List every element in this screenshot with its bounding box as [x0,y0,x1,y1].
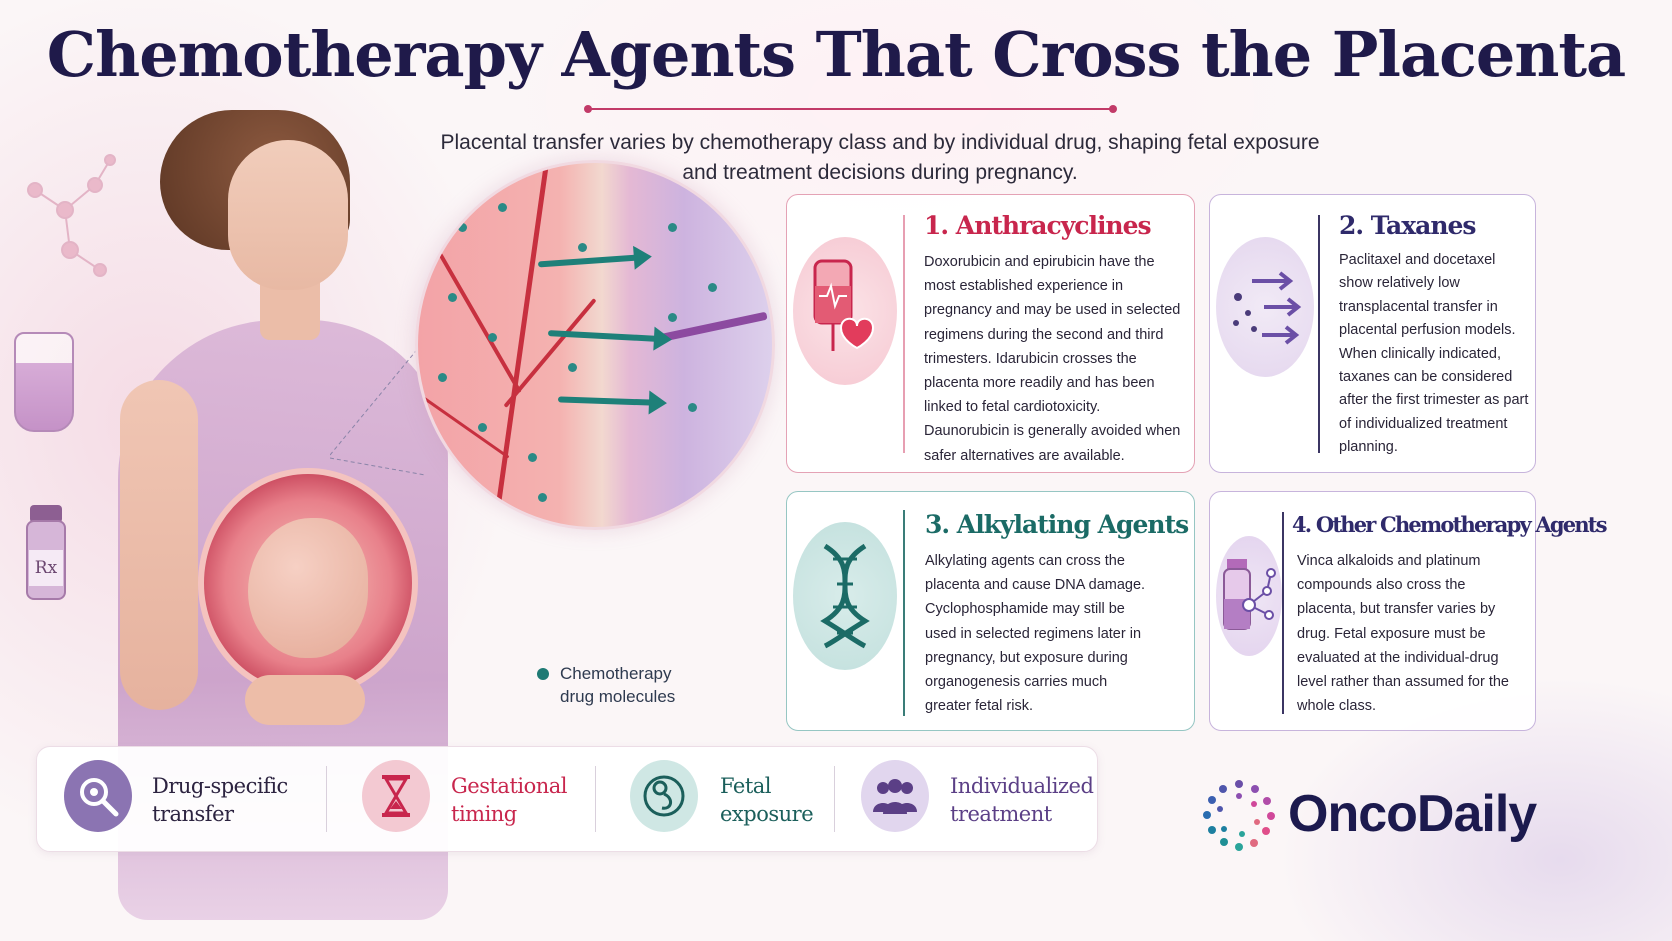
feature-line-1: Fetal [720,774,772,798]
drug-molecule [538,493,547,502]
iv-bag-icon [14,332,74,432]
blood-vessel [438,252,522,394]
card-divider [1318,215,1320,453]
card-body: Doxorubicin and epirubicin have the most… [924,254,1181,464]
placenta-zoom-circle [415,160,775,530]
feature-line-1: Individualized [950,774,1094,798]
iv-bag-heart-icon [793,237,897,385]
feature-drug-specific: Drug-specific transfer [152,772,288,828]
feature-line-2: transfer [152,802,234,826]
drug-molecule [688,403,697,412]
card-title: 2. Taxanes [1339,211,1476,240]
drug-molecule [708,283,717,292]
card-divider [903,215,905,453]
card-title: 1. Anthracyclines [924,211,1152,240]
drug-molecule [578,243,587,252]
mother-head [228,140,348,290]
drug-molecule [568,363,577,372]
mother-hand [245,675,365,725]
page-title: Chemotherapy Agents That Cross the Place… [46,18,1626,91]
card-alkylating-agents: 3. Alkylating Agents Alkylating agents c… [786,491,1195,731]
transfer-arrow-icon [547,330,659,342]
drug-molecule [528,453,537,462]
molecule-arrows-icon [1216,237,1314,377]
hourglass-icon [362,760,430,832]
card-taxanes: 2. Taxanes Paclitaxel and docetaxel show… [1209,194,1536,473]
fetus [248,518,368,658]
card-anthracyclines: 1. Anthracyclines Doxorubicin and epirub… [786,194,1195,473]
card-divider [1282,512,1284,714]
feature-fetal-exposure: Fetal exposure [720,772,814,828]
feature-separator [834,766,835,832]
card-title: 3. Alkylating Agents [925,510,1189,539]
card-other-agents: 4. Other Chemotherapy Agents Vinca alkal… [1209,491,1608,731]
card-title: 4. Other Chemotherapy Agents [1292,512,1608,537]
oncodaily-logo-icon [1203,780,1275,851]
drug-molecule [458,223,467,232]
feature-individualized-treatment: Individualized treatment [950,772,1094,828]
magnifier-icon [64,760,132,832]
transfer-arrow-icon [557,396,654,406]
drug-molecule [488,333,497,342]
fetus-icon [630,760,698,832]
legend-line-1: Chemotherapy [560,664,672,683]
molecule-decoration-icon [27,154,116,277]
mother-arm [120,380,198,710]
feature-line-1: Drug-specific [152,774,288,798]
drug-molecule [668,223,677,232]
drug-molecule [498,203,507,212]
brand-name: OncoDaily [1288,785,1537,843]
legend-label: Chemotherapy drug molecules [560,662,675,708]
feature-line-1: Gestational [451,774,568,798]
feature-separator [326,766,327,832]
subtitle-line-1: Placental transfer varies by chemotherap… [440,131,1320,154]
subtitle-line-2: and treatment decisions during pregnancy… [682,161,1078,184]
dna-icon [793,522,897,670]
blood-vessel [492,164,549,527]
people-icon [861,760,929,832]
card-body: Paclitaxel and docetaxel show relatively… [1339,252,1529,456]
feature-separator [595,766,596,832]
legend-line-2: drug molecules [560,687,676,706]
zoom-callout-lines [330,340,426,476]
card-body: Alkylating agents can cross the placenta… [925,553,1146,715]
feature-gestational-timing: Gestational timing [451,772,568,828]
vial-molecule-icon [1216,536,1282,656]
bottle-cap [30,505,62,523]
drug-molecule [438,373,447,382]
legend-marker [537,668,549,680]
drug-molecule [448,293,457,302]
card-divider [903,510,905,716]
feature-line-2: treatment [950,802,1052,826]
rx-label: Rx [29,550,63,586]
transfer-arrow-icon [537,254,639,268]
feature-line-2: timing [451,802,517,826]
drug-molecule [668,313,677,322]
card-body: Vinca alkaloids and platinum compounds a… [1297,553,1509,715]
title-divider [584,105,1117,113]
drug-molecule [478,423,487,432]
feature-line-2: exposure [720,802,814,826]
page-subtitle: Placental transfer varies by chemotherap… [380,128,1380,188]
